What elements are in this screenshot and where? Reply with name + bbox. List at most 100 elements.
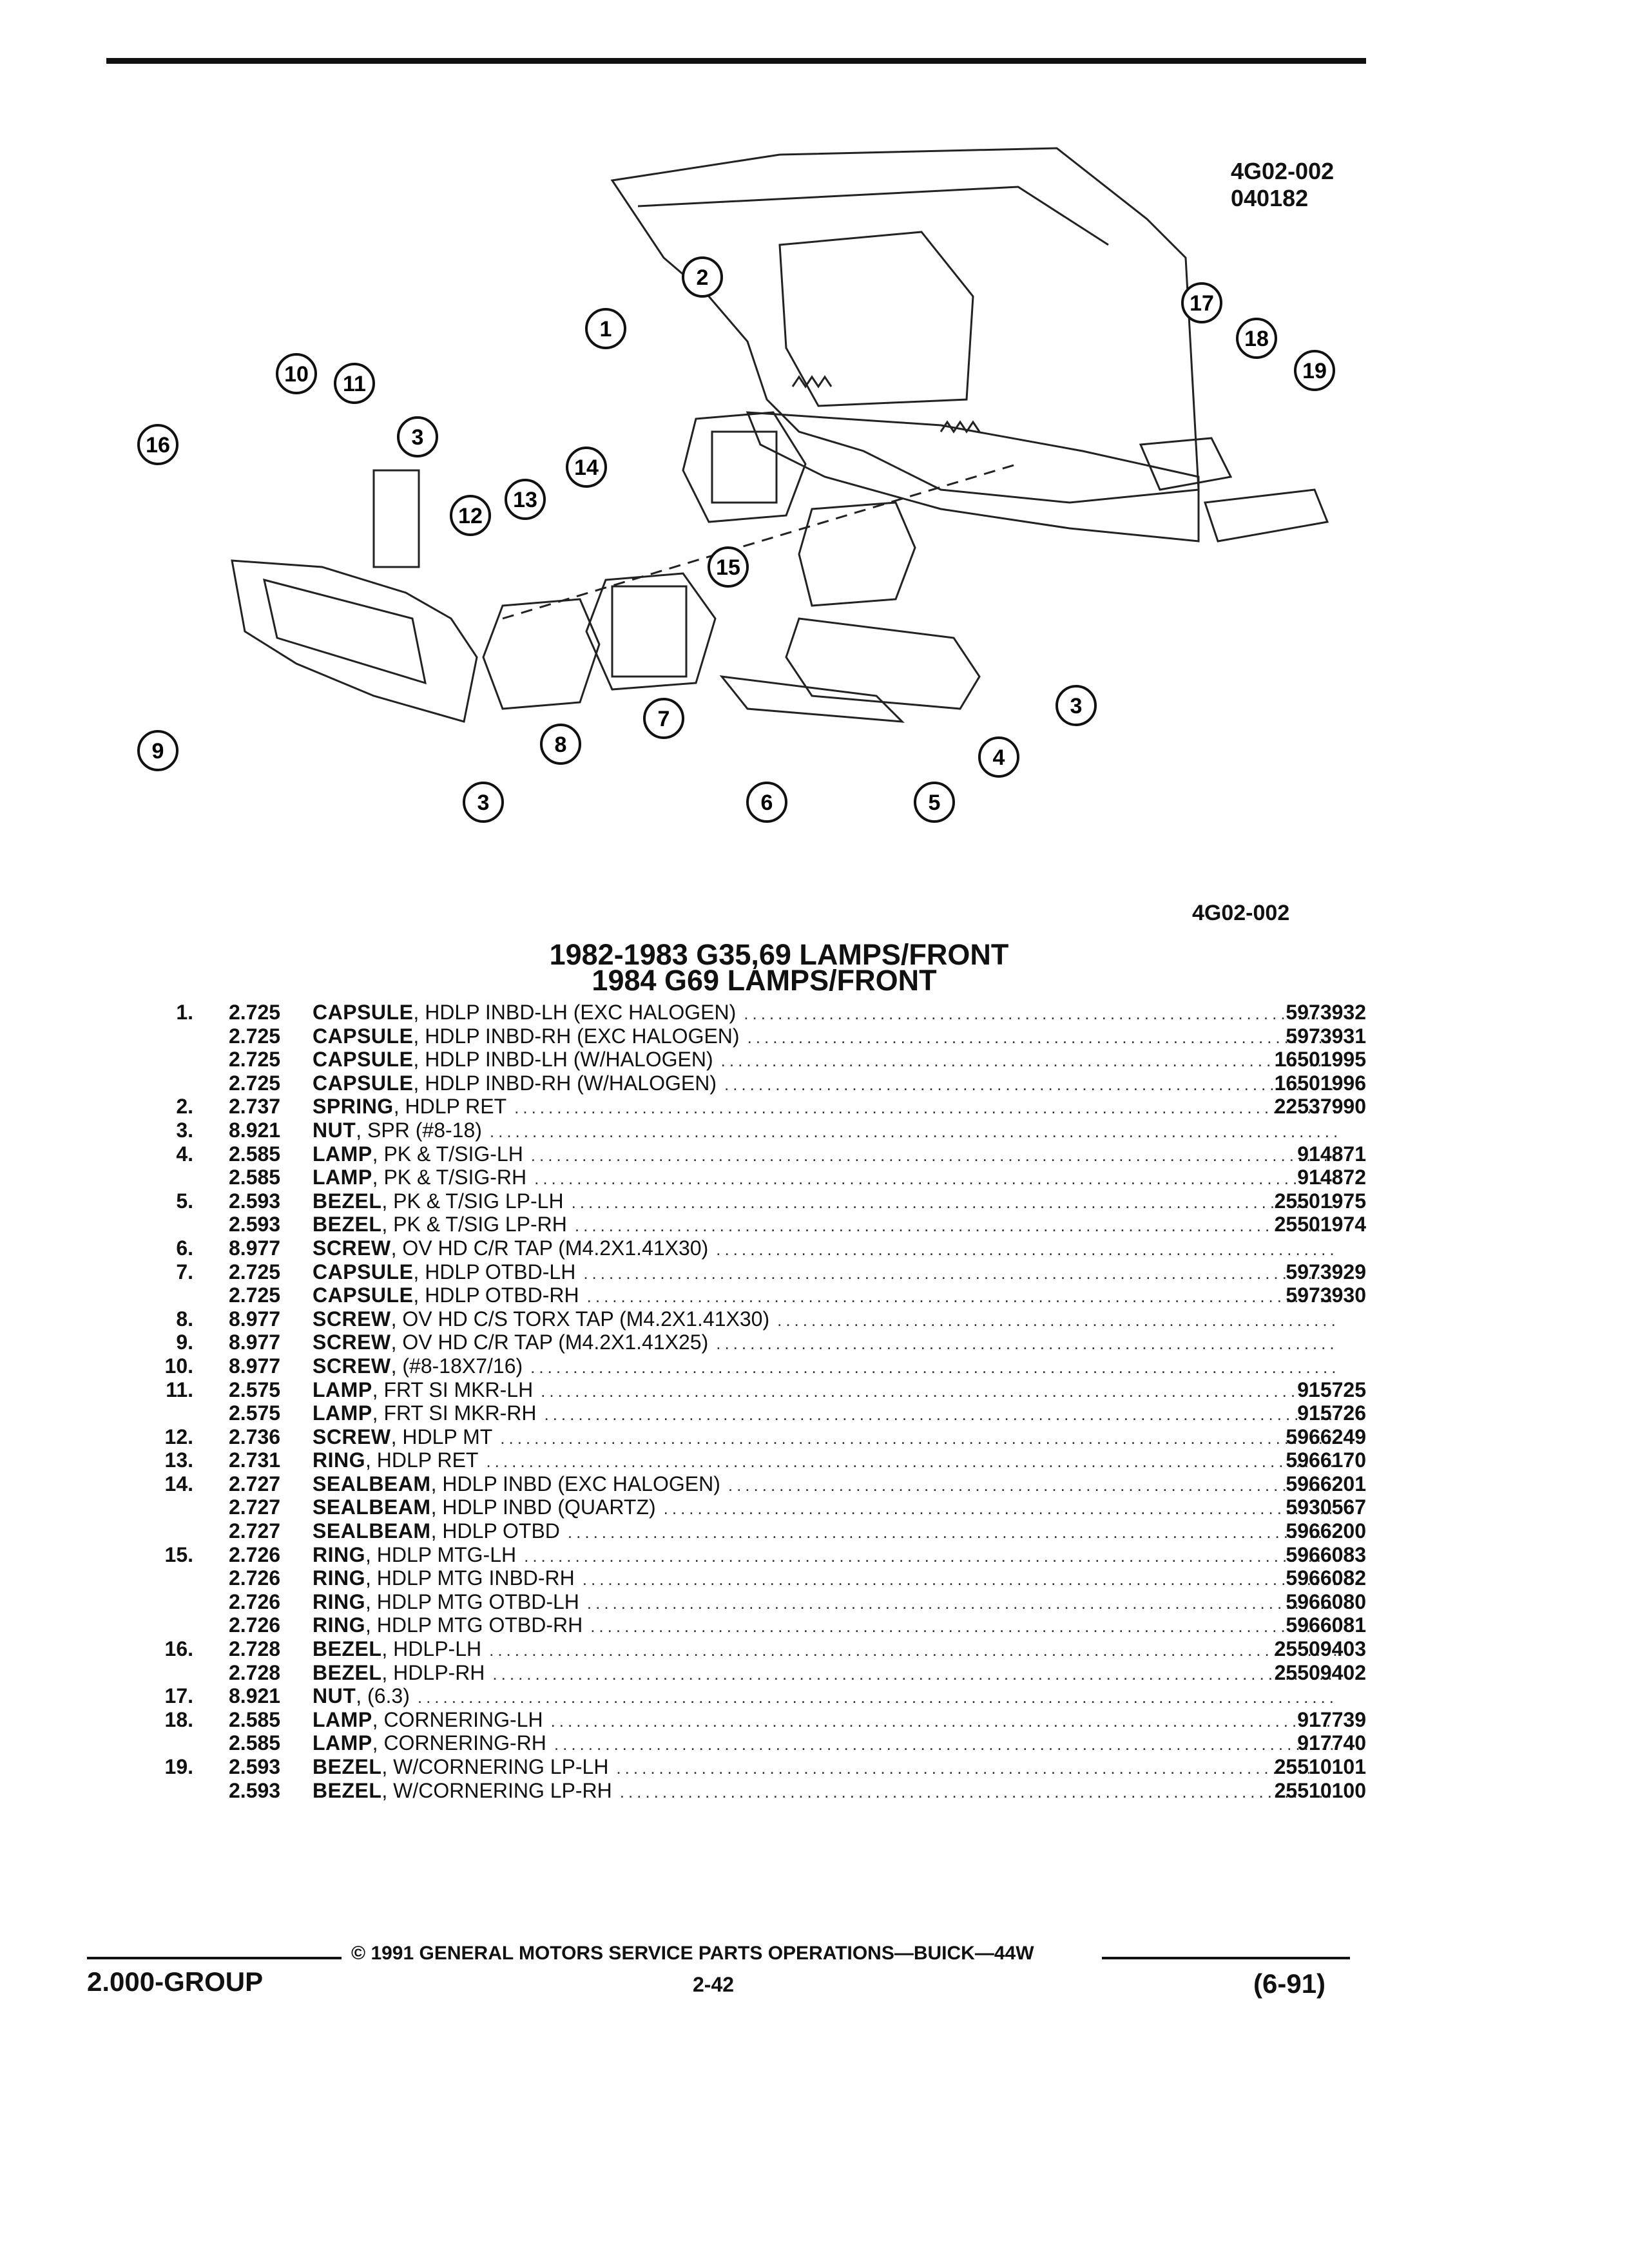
part-number: 917740: [1297, 1731, 1366, 1755]
part-number: 25501975: [1274, 1189, 1366, 1213]
part-group-number: 8.977: [229, 1236, 281, 1260]
part-group-number: 2.593: [229, 1189, 281, 1213]
part-spec: , OV HD C/R TAP (M4.2X1.41X30): [390, 1236, 709, 1260]
part-name: SCREW: [313, 1425, 391, 1448]
part-item-number: 2.: [176, 1095, 193, 1119]
part-spec: , HDLP MTG INBD-RH: [365, 1566, 575, 1590]
part-name: RING: [313, 1566, 365, 1590]
callout-circle: [566, 447, 607, 488]
callout-number: 6: [761, 791, 773, 815]
alignment-line: [502, 463, 1019, 620]
part-group-number: 2.593: [229, 1213, 281, 1236]
part-number: 25510100: [1274, 1778, 1366, 1802]
callout-circle: [708, 546, 749, 588]
part-description: NUT , (6.3).............................…: [313, 1684, 1344, 1709]
side-marker-11-shape: [372, 469, 420, 568]
part-description: RING , HDLP RET.........................…: [313, 1448, 1344, 1474]
part-number: 5966249: [1286, 1425, 1366, 1448]
part-spec: , OV HD C/R TAP (M4.2X1.41X25): [390, 1331, 709, 1354]
part-description: CAPSULE , HDLP INBD-LH (EXC HALOGEN)....…: [313, 1001, 1344, 1026]
leader-dots: ........................................…: [583, 1263, 1337, 1283]
part-description: RING , HDLP MTG INBD-RH.................…: [313, 1566, 1344, 1591]
part-name: BEZEL: [313, 1660, 382, 1684]
part-spec: , PK & T/SIG LP-RH: [381, 1213, 567, 1236]
leader-dots: ........................................…: [567, 1523, 1337, 1542]
leader-dots: ........................................…: [747, 1027, 1337, 1047]
callout-circle: [1055, 685, 1097, 726]
part-name: CAPSULE: [313, 1283, 414, 1307]
part-name: RING: [313, 1613, 365, 1637]
part-description: SEALBEAM , HDLP INBD (QUARTZ)...........…: [313, 1495, 1344, 1521]
part-name: RING: [313, 1542, 365, 1566]
callout-number: 12: [458, 504, 483, 528]
part-group-number: 2.585: [229, 1731, 281, 1755]
part-name: SEALBEAM: [313, 1495, 431, 1519]
leader-dots: ........................................…: [489, 1640, 1337, 1660]
part-group-number: 2.725: [229, 1001, 281, 1024]
part-item-number: 11.: [166, 1378, 193, 1401]
footer-group: 2.000-GROUP: [87, 1966, 264, 1997]
part-description: BEZEL , W/CORNERING LP-RH...............…: [313, 1779, 1344, 1804]
callout-number: 5: [929, 791, 941, 815]
part-number: 25509403: [1274, 1637, 1366, 1661]
leader-dots: ........................................…: [744, 1004, 1337, 1023]
callout-number: 15: [716, 555, 740, 580]
part-description: SCREW , (#8-18X7/16)....................…: [313, 1354, 1344, 1379]
leader-dots: ........................................…: [716, 1334, 1337, 1354]
part-spec: , W/CORNERING LP-LH: [381, 1755, 609, 1778]
part-spec: , HDLP MTG OTBD-LH: [365, 1590, 579, 1613]
part-name: SCREW: [313, 1331, 391, 1354]
leader-dots: ........................................…: [619, 1782, 1337, 1802]
leader-dots: ........................................…: [514, 1098, 1337, 1118]
part-spec: , SPR (#8-18): [356, 1118, 482, 1142]
callout-circle: [505, 479, 546, 520]
part-number: 5966080: [1286, 1590, 1366, 1613]
part-spec: , OV HD C/S TORX TAP (M4.2X1.41X30): [390, 1307, 770, 1331]
part-name: BEZEL: [313, 1778, 382, 1802]
part-spec: , PK & T/SIG-RH: [372, 1166, 527, 1189]
spring-2-right: [940, 420, 981, 434]
part-spec: , W/CORNERING LP-RH: [381, 1778, 612, 1802]
cornering-lamp-18-shape: [1139, 437, 1233, 491]
bezel-16-shape: [231, 559, 478, 723]
part-row: 1. 2.725 CAPSULE , HDLP INBD-LH (EXC HALOG…: [148, 1001, 1366, 1024]
part-spec: , FRT SI MKR-RH: [372, 1401, 537, 1425]
part-item-number: 13.: [164, 1448, 193, 1472]
leader-dots: ........................................…: [492, 1664, 1337, 1684]
part-description: BEZEL , PK & T/SIG LP-LH................…: [313, 1189, 1344, 1215]
leader-dots: ........................................…: [489, 1121, 1337, 1141]
part-group-number: 2.585: [229, 1166, 281, 1189]
part-number: 5973932: [1286, 1001, 1366, 1024]
part-item-number: 17.: [164, 1684, 193, 1708]
figure-code: 4G02-002: [1231, 158, 1335, 184]
part-name: LAMP: [313, 1378, 372, 1401]
part-spec: , HDLP RET: [393, 1095, 507, 1119]
capsule-1-shape: [682, 411, 807, 523]
part-description: RING , HDLP MTG-LH......................…: [313, 1543, 1344, 1568]
part-description: LAMP , CORNERING-LH.....................…: [313, 1708, 1344, 1733]
part-item-number: 1.: [176, 1001, 193, 1024]
part-item-number: 9.: [176, 1331, 193, 1354]
part-group-number: 2.725: [229, 1071, 281, 1095]
part-item-number: 10.: [164, 1354, 193, 1378]
part-spec: , HDLP INBD (QUARTZ): [430, 1495, 656, 1519]
sealbeam-14-lens: [611, 585, 688, 678]
part-group-number: 2.728: [229, 1637, 281, 1661]
part-name: SCREW: [313, 1354, 391, 1378]
part-group-number: 2.575: [229, 1378, 281, 1401]
callout-circle: [334, 363, 375, 404]
part-description: SEALBEAM , HDLP INBD (EXC HALOGEN)......…: [313, 1472, 1344, 1497]
callout-number: 14: [574, 456, 599, 480]
leader-dots: ........................................…: [574, 1216, 1337, 1236]
part-item-number: 6.: [176, 1236, 193, 1260]
part-name: BEZEL: [313, 1189, 382, 1213]
leader-dots: ........................................…: [728, 1475, 1337, 1495]
callout-circle: [746, 782, 787, 823]
